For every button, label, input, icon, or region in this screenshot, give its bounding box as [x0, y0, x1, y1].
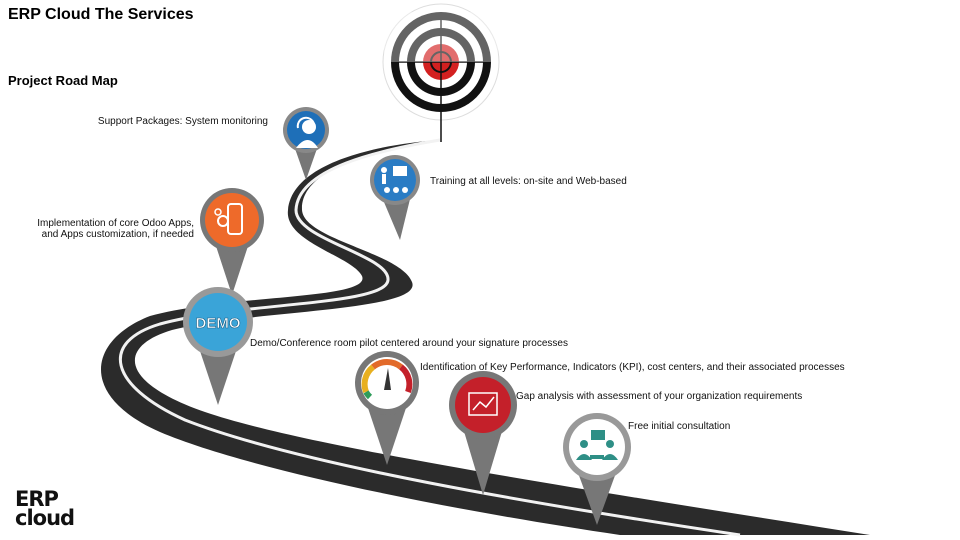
headset-support-icon [296, 116, 318, 148]
milestone-label-implementation: Implementation of core Odoo Apps, and Ap… [0, 218, 194, 240]
pin-consultation [563, 413, 631, 525]
milestone-label-demo: Demo/Conference room pilot centered arou… [250, 338, 568, 349]
consultation-icon [576, 430, 618, 460]
pin-training [370, 155, 420, 240]
page-title: ERP Cloud The Services [8, 6, 194, 23]
pin-demo: DEMO [183, 287, 253, 405]
erp-cloud-logo: ERP cloud [15, 487, 75, 530]
target-icon [382, 3, 500, 142]
page-subtitle: Project Road Map [8, 73, 118, 88]
mobile-gear-icon [214, 203, 243, 235]
gauge-icon [361, 358, 413, 400]
logo-line1: ERP [15, 487, 59, 511]
milestone-label-line: Implementation of core Odoo Apps, [37, 218, 194, 229]
presentation-training-icon [381, 166, 408, 193]
milestone-label-kpi: Identification of Key Performance, Indic… [420, 362, 845, 373]
logo-line2: cloud [15, 506, 75, 530]
demo-icon: DEMO [196, 315, 241, 332]
milestone-label-training: Training at all levels: on-site and Web-… [430, 176, 627, 187]
milestone-label-gap: Gap analysis with assessment of your org… [516, 391, 803, 402]
milestone-label-line: and Apps customization, if needed [41, 229, 194, 240]
pin-support [283, 107, 329, 180]
road [101, 140, 870, 535]
pin-implementation [200, 188, 264, 295]
milestone-label-support: Support Packages: System monitoring [97, 116, 268, 127]
pin-kpi [355, 351, 419, 465]
pin-gap [449, 371, 517, 495]
milestone-label-consultation: Free initial consultation [628, 421, 731, 432]
chart-analysis-icon [468, 392, 498, 416]
